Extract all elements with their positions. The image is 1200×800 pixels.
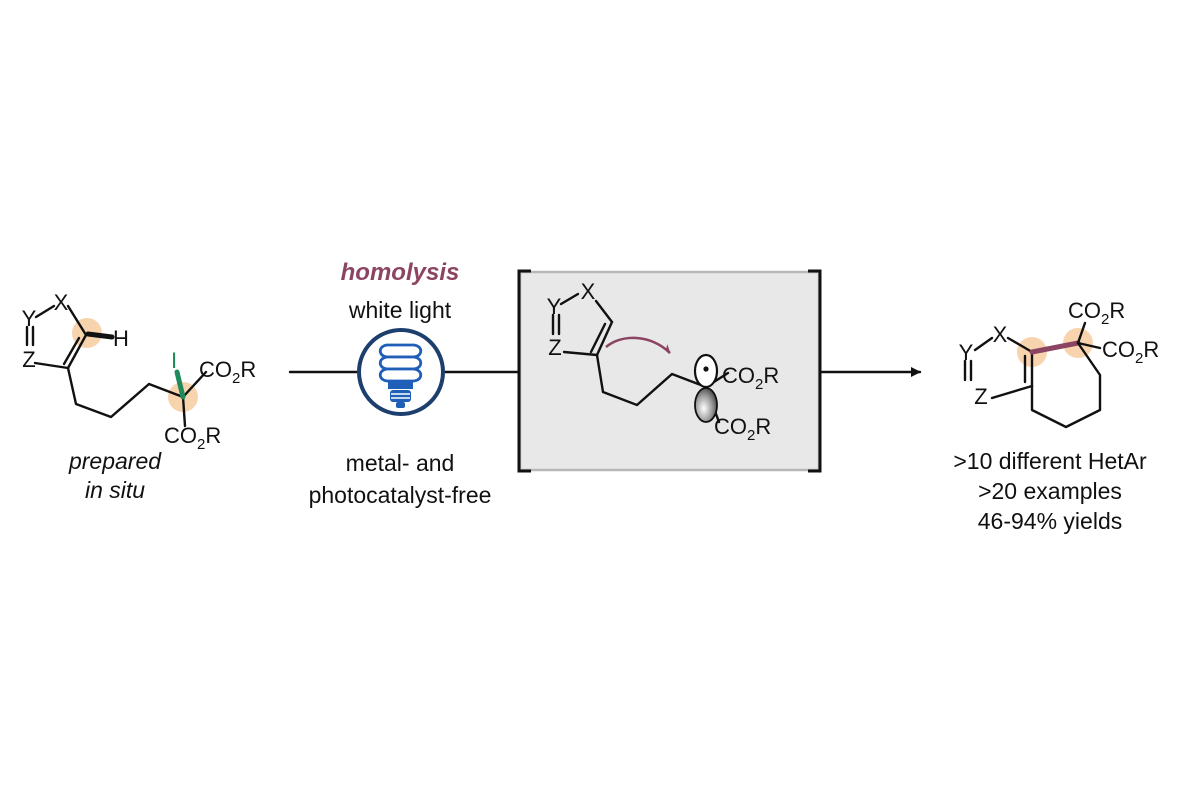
atom-z: Z <box>22 347 35 372</box>
product-ester-group-2: CO2R <box>1102 337 1159 367</box>
in-situ-label: in situ <box>85 477 145 503</box>
homolysis-label: homolysis <box>341 259 460 286</box>
radical-arrow <box>605 336 671 354</box>
product-atom-z: Z <box>974 384 987 409</box>
radical-intermediate-box: X Y Z CO2R CO2R <box>517 269 822 473</box>
atom-x: X <box>54 290 69 315</box>
photocatalyst-free-label: photocatalyst-free <box>309 482 492 508</box>
result-line-3: 46-94% yields <box>978 508 1122 534</box>
product: X Y Z CO2R CO2R >10 different HetAr >20 … <box>953 298 1159 534</box>
new-cc-bond <box>1029 340 1081 355</box>
white-light-label: white light <box>348 297 452 323</box>
radical-dot <box>703 366 709 372</box>
metal-free-label: metal- and <box>346 450 455 476</box>
result-line-1: >10 different HetAr <box>953 448 1147 474</box>
lightbulb-icon <box>357 328 445 416</box>
bracket-left <box>517 269 531 473</box>
inter-ester-group-1: CO2R <box>722 363 779 393</box>
result-line-2: >20 examples <box>978 478 1122 504</box>
atom-i: I <box>171 348 177 373</box>
orbital-lower-lobe <box>694 387 718 423</box>
iodine-bond <box>174 369 186 400</box>
conditions: homolysis white light metal- and photoca… <box>288 259 520 508</box>
inter-ester-group-2: CO2R <box>714 414 771 444</box>
ester-group-1: CO2R <box>199 357 256 387</box>
atom-h: H <box>113 326 129 351</box>
product-ester-group-1: CO2R <box>1068 298 1125 328</box>
inter-atom-z: Z <box>548 335 561 360</box>
prepared-label: prepared <box>68 448 162 474</box>
product-atom-x: X <box>993 322 1008 347</box>
starting-material: X Y Z H I CO2R CO2R prepared in situ <box>22 290 257 503</box>
atom-y: Y <box>22 306 37 331</box>
inter-atom-x: X <box>581 279 596 304</box>
ester-group-2: CO2R <box>164 423 221 453</box>
inter-atom-y: Y <box>547 294 562 319</box>
product-atom-y: Y <box>959 340 974 365</box>
